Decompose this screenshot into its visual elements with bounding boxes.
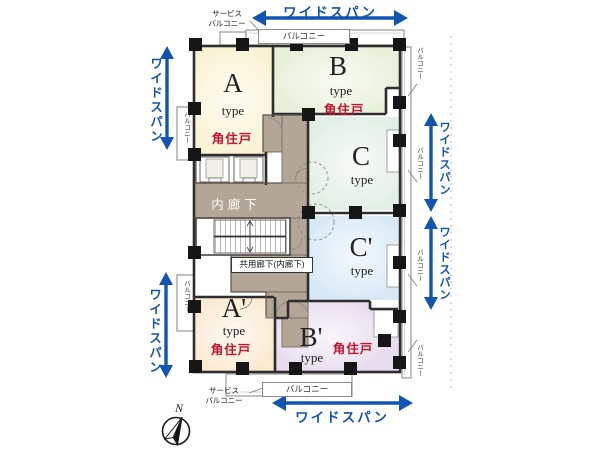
wide-span-label-bottom: ワイドスパン (295, 410, 389, 425)
unit-a-type: type (221, 103, 245, 118)
unit-b-letter: B (328, 51, 348, 81)
service-balcony-line1: サービス (209, 386, 239, 395)
unit-a-corner-badge: 角住戸 (211, 132, 253, 146)
wide-span-label-right-lower: ワイドスパン (438, 226, 450, 301)
leader-lines (248, 20, 418, 394)
span-arrow-top (252, 10, 408, 26)
door-arcs (239, 117, 335, 317)
unit-b-type: type (329, 83, 353, 98)
columns (188, 38, 406, 375)
balcony-label-top: バルコニー (258, 29, 350, 44)
balcony-label-left-upper: バルコニー (182, 111, 190, 144)
balcony-label-bottom: バルコニー (262, 382, 352, 397)
wide-span-label-right-upper: ワイドスパン (438, 121, 450, 196)
unit-a-letter: A (223, 68, 243, 98)
balcony-label-right-2: バルコニー (415, 147, 423, 180)
wide-span-label-top: ワイドスパン (283, 5, 377, 20)
corridor-walls (194, 114, 308, 316)
inner-corridor-label: 内廊下 (211, 198, 261, 212)
compass-north-label: N (174, 401, 184, 415)
compass-icon (161, 416, 191, 447)
balcony-label-right-3: バルコニー (415, 249, 423, 282)
service-balcony-label-top: サービス バルコニー (204, 9, 250, 28)
span-arrows (159, 10, 438, 411)
unit-b2-corner-badge: 角住戸 (332, 342, 374, 356)
span-arrow-right-lower (424, 216, 438, 310)
span-arrow-left-upper (160, 46, 174, 150)
balcony-label-right-1: バルコニー (415, 47, 423, 80)
span-arrow-right-upper (424, 113, 438, 212)
service-balcony-line1: サービス (212, 9, 242, 18)
unit-b2-type: type (300, 350, 324, 365)
unit-a2-letter: A' (221, 293, 247, 323)
service-balcony-line2: バルコニー (208, 18, 246, 28)
unit-c2-letter: C' (349, 232, 373, 262)
service-balcony-line2: バルコニー (205, 395, 243, 405)
stairs (195, 217, 291, 256)
shared-corridor-label: 共用廊下(内廊下) (231, 257, 313, 273)
span-arrow-left-lower (159, 272, 173, 378)
unit-a2-type: type (222, 323, 246, 338)
unit-b2-letter: B' (299, 322, 323, 352)
unit-b-corner-badge: 角住戸 (323, 103, 365, 117)
unit-c2-type: type (350, 263, 374, 278)
unit-a2-corner-badge: 角住戸 (210, 343, 252, 357)
wide-span-label-left-lower: ワイドスパン (147, 288, 161, 375)
unit-c-letter: C (351, 141, 371, 171)
unit-c-type: type (350, 172, 374, 187)
balcony-label-right-4: バルコニー (415, 344, 423, 377)
balcony-label-left-lower: バルコニー (182, 280, 190, 313)
span-arrow-bottom (272, 395, 413, 411)
wide-span-label-left-upper: ワイドスパン (148, 57, 162, 144)
elevators (195, 154, 267, 184)
service-balcony-label-bottom: サービス バルコニー (200, 386, 248, 405)
